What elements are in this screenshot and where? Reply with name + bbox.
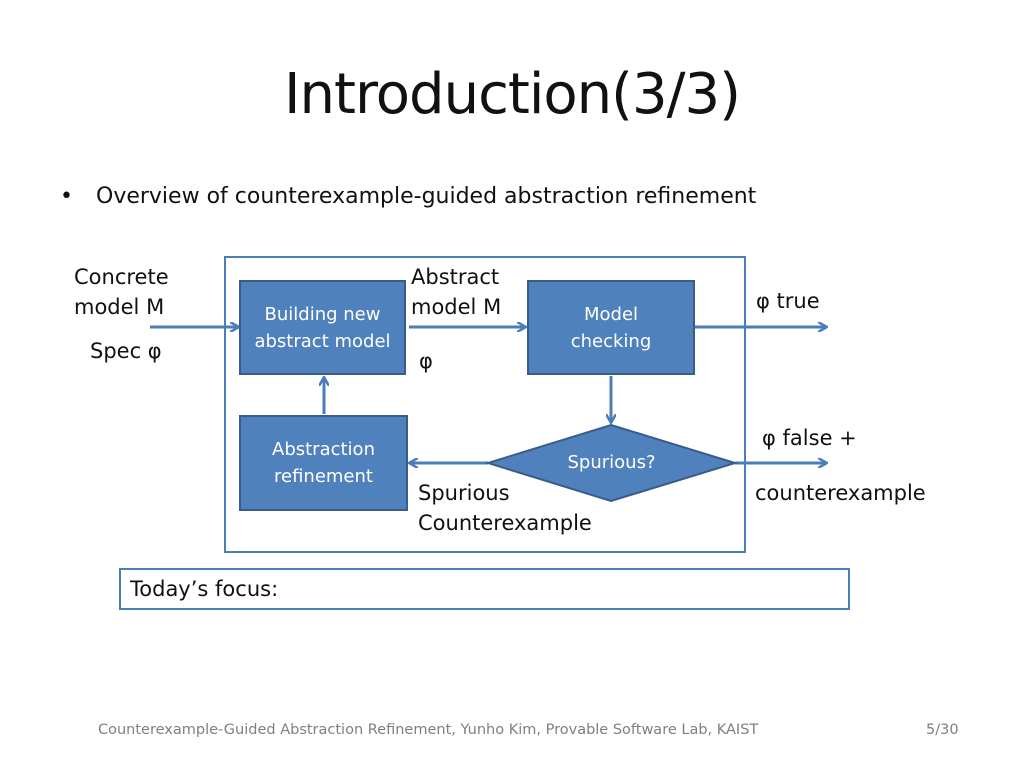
label-phi-false: φ false + xyxy=(762,426,857,450)
label-abstract-line2: model M xyxy=(411,295,502,319)
label-abstract-phi: φ xyxy=(419,349,433,373)
footer-text: Counterexample-Guided Abstraction Refine… xyxy=(98,722,759,738)
label-spurious-line1: Spurious xyxy=(418,481,510,505)
todays-focus-label: Today’s focus: xyxy=(130,577,279,601)
node-building-abstract-model: Building new abstract model xyxy=(239,280,406,375)
label-spec: Spec φ xyxy=(90,339,162,363)
label-spurious-line2: Counterexample xyxy=(418,511,592,535)
bullet-dot: • xyxy=(60,184,73,209)
node-abstraction-refinement: Abstraction refinement xyxy=(239,415,408,511)
slide-title: Introduction(3/3) xyxy=(284,62,741,127)
page-number: 5/30 xyxy=(926,722,959,738)
label-concrete-line2: model M xyxy=(74,295,165,319)
node-spurious-label: Spurious? xyxy=(567,452,656,473)
bullet-text: Overview of counterexample-guided abstra… xyxy=(96,184,757,209)
label-abstract-line1: Abstract xyxy=(411,265,500,289)
label-concrete-line1: Concrete xyxy=(74,265,169,289)
label-counterexample: counterexample xyxy=(755,481,926,505)
spurious-diamond-shape xyxy=(484,423,739,503)
cegar-frame xyxy=(224,256,746,553)
label-phi-true: φ true xyxy=(756,289,820,313)
node-model-checking: Model checking xyxy=(527,280,695,375)
bullet-item: • Overview of counterexample-guided abstr… xyxy=(60,184,756,209)
todays-focus-box: Today’s focus: xyxy=(119,568,850,610)
